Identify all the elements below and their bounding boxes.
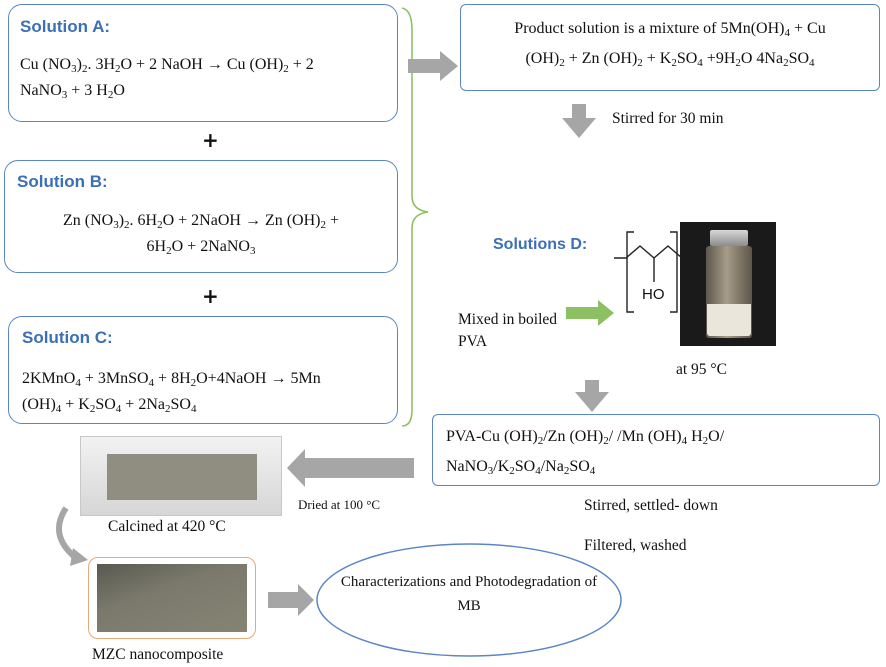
pva-composite-text: PVA-Cu (OH)2/Zn (OH)2/ /Mn (OH)4 H2O/NaN… bbox=[446, 428, 725, 477]
solution-c-box bbox=[8, 316, 398, 424]
plus-sign-1: + bbox=[202, 128, 219, 152]
pva-ho-label: HO bbox=[642, 286, 665, 303]
arrow-left-dry bbox=[287, 449, 414, 487]
solution-b-title: Solution B: bbox=[17, 172, 108, 191]
pva-composite-box bbox=[432, 414, 880, 486]
calcined-label: Calcined at 420 °C bbox=[108, 518, 226, 535]
solutions-d-title: Solutions D: bbox=[493, 236, 588, 253]
mzc-label: MZC nanocomposite bbox=[92, 646, 224, 663]
mixed-pva-label: Mixed in boiled PVA bbox=[458, 311, 558, 350]
curved-arrow-calcine bbox=[55, 506, 78, 561]
product-solution-box bbox=[460, 4, 880, 91]
plus-sign-2: + bbox=[202, 284, 219, 308]
arrow-to-product bbox=[408, 51, 458, 81]
arrow-down-pva bbox=[575, 380, 609, 412]
solution-c-title: Solution C: bbox=[22, 328, 113, 347]
stir-step-label: Stirred for 30 min bbox=[612, 110, 724, 127]
grouping-bracket bbox=[401, 7, 429, 427]
solution-a-box bbox=[8, 4, 398, 122]
characterization-ellipse bbox=[316, 543, 622, 657]
solution-a-title: Solution A: bbox=[20, 17, 111, 36]
mzc-photo-frame bbox=[88, 557, 256, 639]
film-sample bbox=[107, 454, 257, 500]
dried-label: Dried at 100 °C bbox=[298, 497, 381, 512]
mzc-sample bbox=[97, 564, 247, 632]
vial-sediment bbox=[707, 304, 751, 336]
arrow-down-stir bbox=[562, 104, 596, 138]
stirred-settled-label: Stirred, settled- down bbox=[584, 497, 718, 514]
solution-b-box bbox=[4, 160, 398, 273]
temperature-label: at 95 °C bbox=[676, 361, 727, 378]
arrow-right-characterize bbox=[268, 584, 314, 616]
product-solution-text: Product solution is a mixture of 5Mn(OH)… bbox=[514, 20, 826, 69]
solution-c-equation: 2KMnO4 + 3MnSO4 + 8H2O+4NaOH → 5Mn(OH)4 … bbox=[22, 370, 321, 415]
vial-cap bbox=[710, 230, 748, 246]
characterization-text: Characterizations and Photodegradation o… bbox=[340, 574, 598, 614]
dried-film-photo bbox=[80, 436, 282, 516]
vial-photo bbox=[680, 222, 776, 346]
filtered-washed-label: Filtered, washed bbox=[584, 537, 687, 554]
green-arrow-mixed bbox=[566, 300, 614, 326]
solution-b-equation: Zn (NO3)2. 6H2O + 2NaOH → Zn (OH)2 +6H2O… bbox=[62, 212, 340, 257]
